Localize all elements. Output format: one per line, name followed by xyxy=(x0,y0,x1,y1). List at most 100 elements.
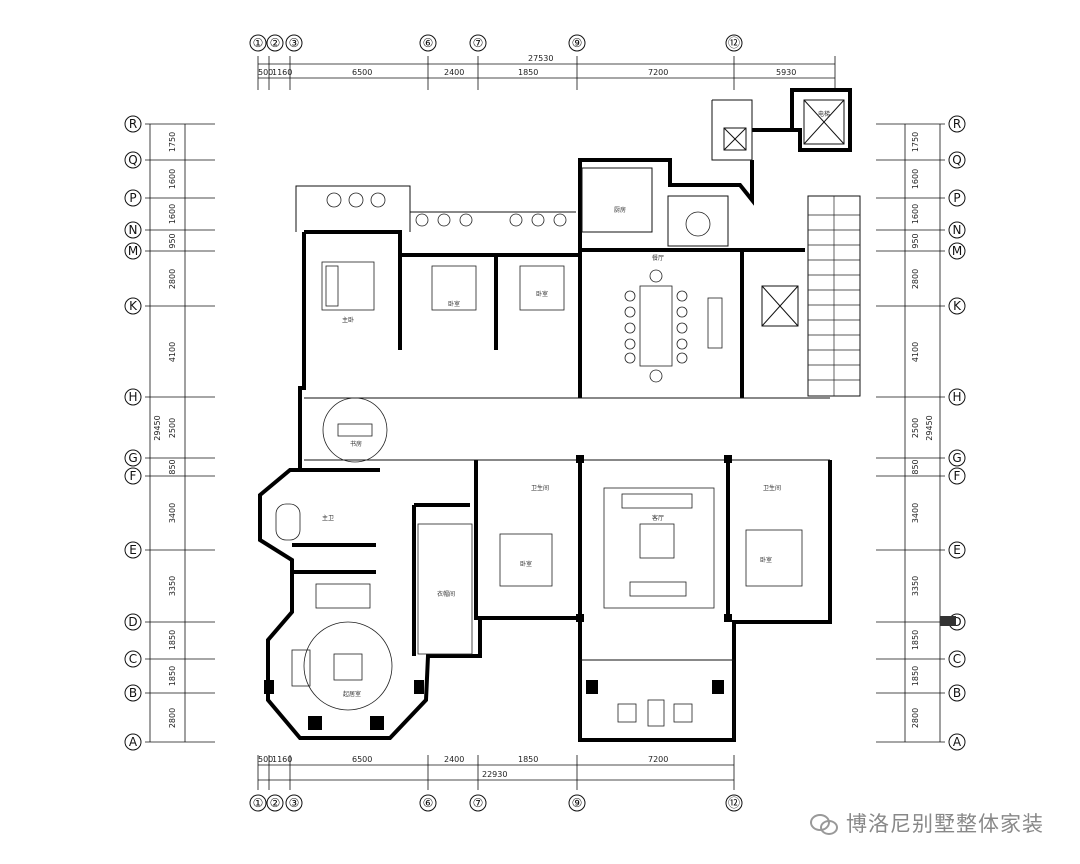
axis-label: H xyxy=(952,390,961,404)
axis-label: ③ xyxy=(289,36,300,50)
axis-label: ⑨ xyxy=(572,796,583,810)
side-dim: 2500 xyxy=(168,418,177,438)
room-label: 卧室 xyxy=(520,560,532,568)
axis-label: E xyxy=(129,543,137,557)
axis-label: F xyxy=(954,469,961,483)
side-dim: 950 xyxy=(168,233,177,248)
watermark: 博洛尼别墅整体家装 xyxy=(810,808,1044,838)
axis-label: B xyxy=(953,686,961,700)
axis-label: E xyxy=(953,543,961,557)
column xyxy=(712,680,724,694)
column xyxy=(576,455,584,463)
side-dim: 4100 xyxy=(168,342,177,362)
room-label: 餐厅 xyxy=(652,254,664,262)
axis-label: ③ xyxy=(289,796,300,810)
side-dim: 1750 xyxy=(168,132,177,152)
bottom-dim: 2400 xyxy=(444,755,464,764)
axis-label: M xyxy=(128,244,138,258)
top-dimension-chain: 27530 500 1160 6500 2400 1850 7200 5930 xyxy=(257,54,836,90)
bottom-dim: 1160 xyxy=(272,755,292,764)
room-label: 书房 xyxy=(350,440,362,448)
side-dim: 2500 xyxy=(911,418,920,438)
side-total-dim: 29450 xyxy=(153,415,162,440)
side-dim: 3350 xyxy=(168,576,177,596)
side-dim: 1600 xyxy=(911,204,920,224)
axis-label: ⑨ xyxy=(572,36,583,50)
room-label: 衣帽间 xyxy=(437,590,455,598)
axis-label: ⑫ xyxy=(728,36,740,50)
axis-label: P xyxy=(129,191,136,205)
watermark-text: 博洛尼别墅整体家装 xyxy=(846,812,1044,836)
top-dim: 500 xyxy=(258,68,273,77)
axis-label: A xyxy=(953,735,962,749)
axis-label: M xyxy=(952,244,962,258)
top-dim: 1160 xyxy=(272,68,292,77)
axis-label: K xyxy=(129,299,138,313)
top-dim: 7200 xyxy=(648,68,668,77)
top-dim: 2400 xyxy=(444,68,464,77)
bottom-total-dim: 22930 xyxy=(482,770,507,779)
bottom-dim: 7200 xyxy=(648,755,668,764)
room-label: 主卫 xyxy=(322,514,334,522)
top-total-dim: 27530 xyxy=(528,54,553,63)
axis-label: P xyxy=(953,191,960,205)
side-dim: 850 xyxy=(911,459,920,474)
left-axis: R Q P N M K H G F E D C B A 1750 1600 16… xyxy=(124,115,215,751)
furniture xyxy=(275,192,803,727)
axis-label: ⑥ xyxy=(423,796,434,810)
axis-label: ① xyxy=(253,36,264,50)
axis-label: B xyxy=(129,686,137,700)
side-dim: 2800 xyxy=(168,708,177,728)
axis-label: R xyxy=(129,117,137,131)
axis-label: ⑦ xyxy=(473,796,484,810)
room-label: 卧室 xyxy=(536,290,548,298)
side-dim: 4100 xyxy=(911,342,920,362)
column xyxy=(414,680,424,694)
axis-label: N xyxy=(953,223,962,237)
side-dim: 1850 xyxy=(168,666,177,686)
side-dim: 1750 xyxy=(911,132,920,152)
room-label: 电梯 xyxy=(818,110,830,118)
side-dim: 1850 xyxy=(168,630,177,650)
column xyxy=(576,614,584,622)
top-dim: 1850 xyxy=(518,68,538,77)
axis-label: R xyxy=(953,117,961,131)
axis-label: ① xyxy=(253,796,264,810)
axis-label: Q xyxy=(128,153,137,167)
axis-label: D xyxy=(128,615,137,629)
axis-label: Q xyxy=(952,153,961,167)
bottom-dim: 500 xyxy=(258,755,273,764)
room-label: 卫生间 xyxy=(531,484,549,492)
axis-label: G xyxy=(128,451,137,465)
bottom-axis-bubbles: ① ② ③ ⑥ ⑦ ⑨ ⑫ xyxy=(249,794,743,812)
axis-label: F xyxy=(130,469,137,483)
room-label: 客厅 xyxy=(652,514,664,522)
axis-label: ⑫ xyxy=(728,796,740,810)
hatch-mark xyxy=(940,616,956,626)
top-axis-bubbles: ① ② ③ ⑥ ⑦ ⑨ ⑫ xyxy=(249,34,743,52)
room-labels: 主卧 卧室 卧室 餐厅 厨房 书房 主卫 卫生间 客厅 卧室 卧室 起居室 衣帽… xyxy=(322,110,830,698)
axis-label: N xyxy=(129,223,138,237)
bottom-dim: 6500 xyxy=(352,755,372,764)
column xyxy=(308,716,322,730)
floor-plan: 主卧 卧室 卧室 餐厅 厨房 书房 主卫 卫生间 客厅 卧室 卧室 起居室 衣帽… xyxy=(258,88,861,742)
side-dim: 1600 xyxy=(168,204,177,224)
room-label: 卧室 xyxy=(448,300,460,308)
axis-label: C xyxy=(129,652,137,666)
room-label: 起居室 xyxy=(343,690,361,698)
wechat-icon xyxy=(810,812,840,835)
room-label: 厨房 xyxy=(614,206,626,214)
axis-label: ② xyxy=(270,796,281,810)
axis-label: G xyxy=(952,451,961,465)
bottom-dimension-chain: 500 1160 6500 2400 1850 7200 22930 xyxy=(257,755,735,790)
side-dim: 2800 xyxy=(911,708,920,728)
axis-label: K xyxy=(953,299,962,313)
side-dim: 1600 xyxy=(911,169,920,189)
bottom-dim: 1850 xyxy=(518,755,538,764)
column xyxy=(586,680,598,694)
side-dim: 850 xyxy=(168,459,177,474)
side-dim: 1850 xyxy=(911,666,920,686)
side-dim: 2800 xyxy=(168,269,177,289)
column xyxy=(264,680,274,694)
side-dim: 3400 xyxy=(168,503,177,523)
